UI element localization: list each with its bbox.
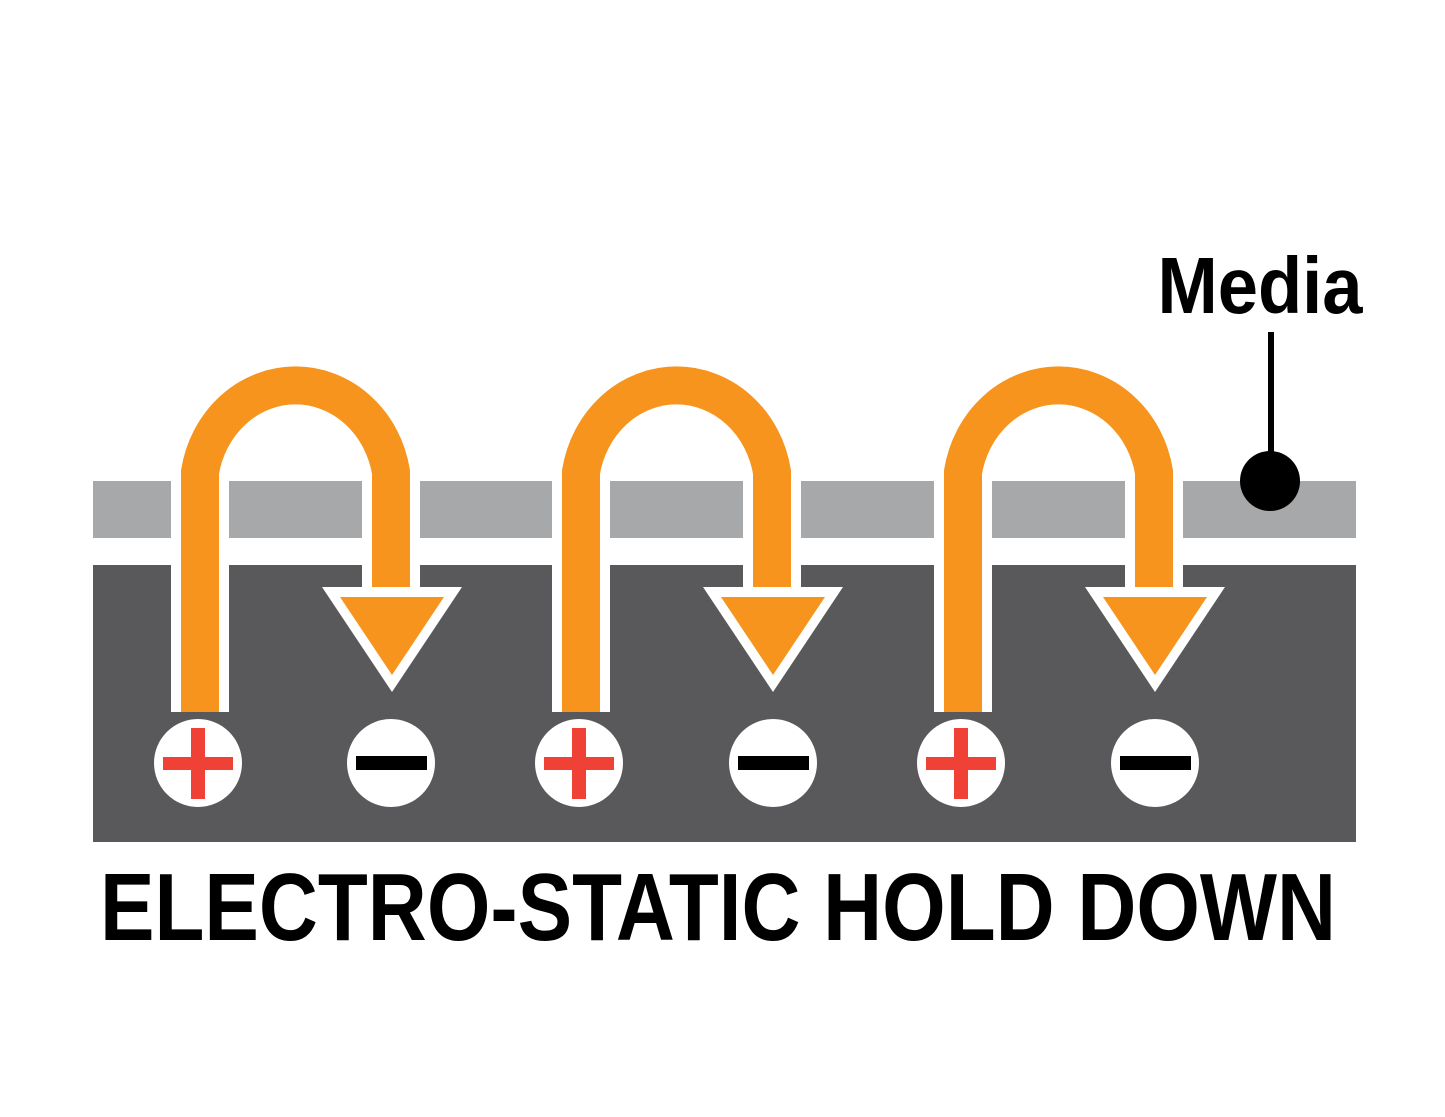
field-arrow-3-body <box>944 366 1173 712</box>
field-arrow-1-body <box>181 366 410 712</box>
negative-pole-3 <box>1107 715 1203 811</box>
field-arrow-3 <box>934 356 1225 712</box>
pole-charges <box>150 715 1203 811</box>
field-arrow-1-head <box>340 597 444 675</box>
diagram-title: ELECTRO-STATIC HOLD DOWN <box>100 854 1336 961</box>
field-arrow-1 <box>171 356 462 712</box>
media-label: Media <box>1158 241 1363 330</box>
negative-pole-2 <box>725 715 821 811</box>
media-callout: Media <box>1158 241 1363 511</box>
plus-icon <box>954 728 968 799</box>
minus-icon <box>356 756 427 770</box>
field-arrows <box>171 356 1225 712</box>
media-callout-dot <box>1240 451 1300 511</box>
positive-pole-2 <box>531 715 627 811</box>
minus-icon <box>1120 756 1191 770</box>
positive-pole-3 <box>913 715 1009 811</box>
field-arrow-2-head <box>721 597 825 675</box>
field-arrow-2 <box>552 356 843 712</box>
minus-icon <box>738 756 809 770</box>
negative-pole-1 <box>343 715 439 811</box>
plus-icon <box>191 728 205 799</box>
positive-pole-1 <box>150 715 246 811</box>
plus-icon <box>572 728 586 799</box>
field-arrow-3-head <box>1103 597 1207 675</box>
field-arrow-2-body <box>562 366 791 712</box>
